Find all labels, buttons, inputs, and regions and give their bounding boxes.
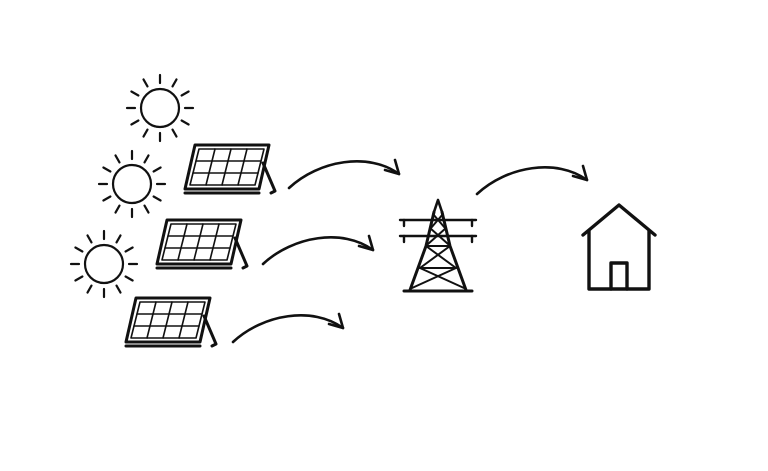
sun-icon	[125, 73, 195, 143]
flow-arrow-icon	[261, 234, 375, 266]
sun-icon	[97, 149, 167, 219]
solar-panel-icon	[183, 143, 277, 195]
solar-panel-icon	[155, 218, 249, 270]
flow-arrow-icon	[287, 158, 401, 190]
flow-arrow-icon	[475, 164, 589, 196]
flow-arrow-icon	[231, 312, 345, 344]
transmission-tower-icon	[398, 198, 478, 293]
solar-panel-icon	[124, 296, 218, 348]
sun-icon	[69, 229, 139, 299]
house-icon	[581, 203, 657, 291]
